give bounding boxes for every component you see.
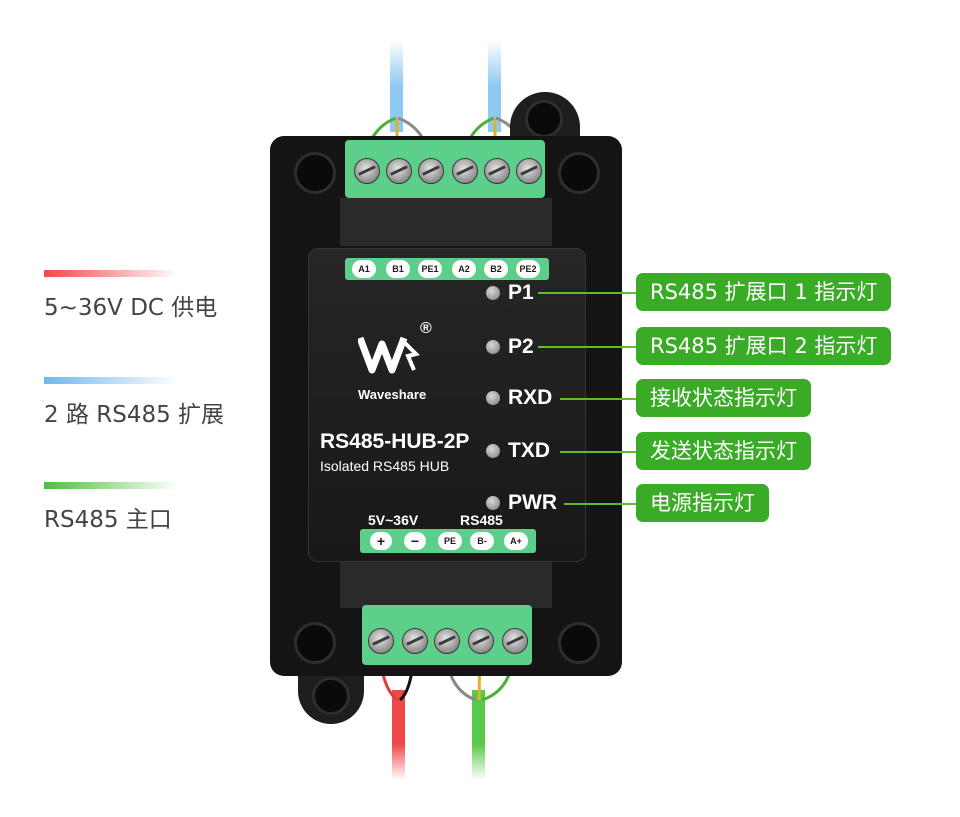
legend-rs485-expansion-swatch	[44, 377, 179, 384]
terminal-label-pe1: PE1	[418, 260, 442, 278]
led-rxd	[486, 391, 500, 405]
logo-registered-mark: ®	[420, 320, 432, 337]
power-label: 5V~36V	[368, 512, 419, 528]
screw-b-minus[interactable]	[468, 628, 494, 654]
led-txd	[486, 444, 500, 458]
wire-expansion-1	[390, 40, 403, 132]
rs485-pe-label: PE	[438, 532, 462, 550]
terminal-label-pe2: PE2	[516, 260, 540, 278]
screw-pe[interactable]	[434, 628, 460, 654]
brand-name: Waveshare	[358, 387, 427, 402]
screw-a1[interactable]	[354, 158, 380, 184]
callout-line-p2	[538, 346, 636, 348]
terminal-label-b2: B2	[484, 260, 508, 278]
callout-line-pwr	[564, 503, 636, 505]
callout-line-rxd	[560, 398, 636, 400]
screw-power-negative[interactable]	[402, 628, 428, 654]
callout-pwr: 电源指示灯	[636, 484, 769, 522]
mount-hole-top	[525, 100, 563, 138]
mount-hole-upper-right	[558, 152, 600, 194]
mount-hole-bottom	[312, 677, 350, 715]
led-label-pwr: PWR	[508, 491, 557, 514]
led-p1	[486, 286, 500, 300]
terminal-label-a2: A2	[452, 260, 476, 278]
legend-power: 5~36V DC 供电	[44, 270, 217, 321]
led-pwr	[486, 496, 500, 510]
terminal-label-a1: A1	[352, 260, 376, 278]
rs485-label: RS485	[460, 512, 503, 528]
waveshare-logo-icon	[356, 330, 428, 382]
wire-rs485-main	[472, 690, 485, 780]
terminal-label-b1: B1	[386, 260, 410, 278]
screw-b2[interactable]	[484, 158, 510, 184]
mount-hole-upper-left	[294, 152, 336, 194]
power-negative-label: −	[404, 532, 426, 550]
led-label-p2: P2	[508, 335, 534, 358]
screw-power-positive[interactable]	[368, 628, 394, 654]
bottom-pcb-area	[340, 558, 552, 608]
callout-line-p1	[538, 292, 636, 294]
legend-power-label: 5~36V DC 供电	[44, 295, 218, 321]
model-subtitle: Isolated RS485 HUB	[320, 458, 450, 474]
legend-rs485-main-label: RS485 主口	[44, 507, 172, 533]
callout-p1: RS485 扩展口 1 指示灯	[636, 273, 892, 311]
callout-rxd: 接收状态指示灯	[636, 379, 811, 417]
screw-a-plus[interactable]	[502, 628, 528, 654]
rs485-b-minus-label: B-	[470, 532, 494, 550]
wire-expansion-2	[488, 40, 501, 132]
legend-power-swatch	[44, 270, 179, 277]
legend-rs485-main: RS485 主口	[44, 482, 179, 533]
led-label-rxd: RXD	[508, 386, 553, 409]
screw-a2[interactable]	[452, 158, 478, 184]
front-panel	[308, 248, 586, 562]
led-label-p1: P1	[508, 281, 534, 304]
screw-pe1[interactable]	[418, 158, 444, 184]
mount-hole-lower-left	[294, 622, 336, 664]
callout-line-txd	[560, 451, 636, 453]
top-pcb-area	[340, 198, 552, 246]
rs485-a-plus-label: A+	[504, 532, 528, 550]
screw-b1[interactable]	[386, 158, 412, 184]
screw-pe2[interactable]	[516, 158, 542, 184]
callout-txd: 发送状态指示灯	[636, 432, 811, 470]
wire-power	[392, 690, 405, 780]
led-p2	[486, 340, 500, 354]
power-positive-label: +	[370, 532, 392, 550]
led-label-txd: TXD	[508, 439, 550, 462]
callout-p2: RS485 扩展口 2 指示灯	[636, 327, 892, 365]
model-name: RS485-HUB-2P	[320, 430, 470, 453]
legend-rs485-expansion: 2 路 RS485 扩展	[44, 377, 224, 428]
mount-hole-lower-right	[558, 622, 600, 664]
legend-rs485-main-swatch	[44, 482, 179, 489]
legend-rs485-expansion-label: 2 路 RS485 扩展	[44, 402, 225, 428]
